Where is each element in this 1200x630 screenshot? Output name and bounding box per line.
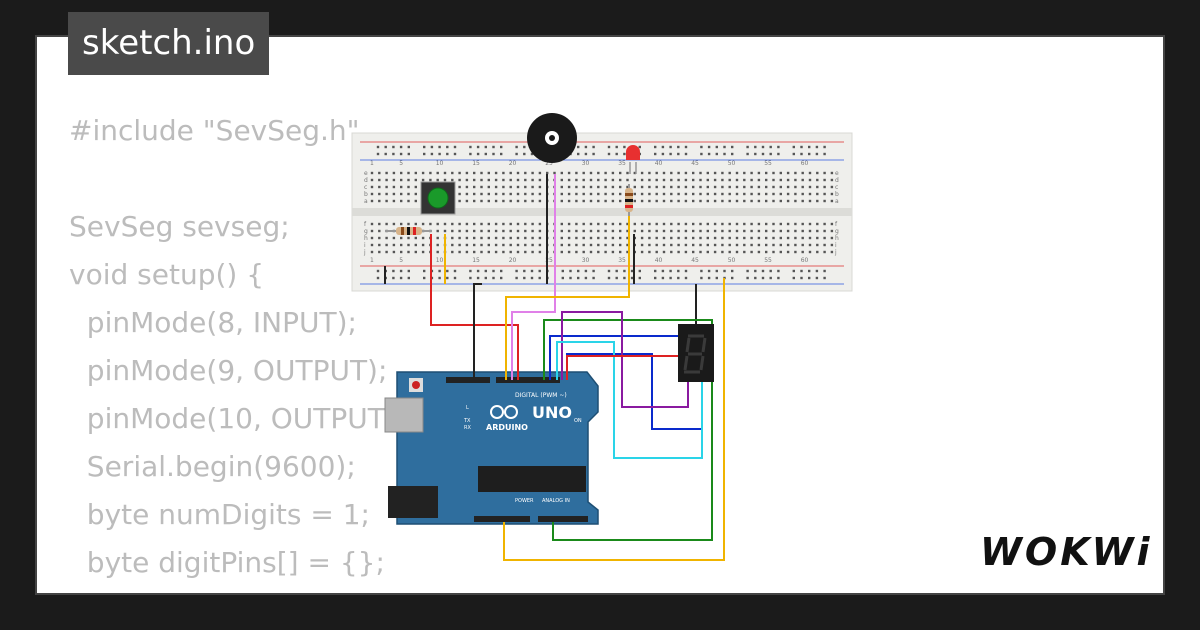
column-number: 30 <box>582 257 590 264</box>
circuit-diagram: 1155101015152020252530303535404045455050… <box>351 113 853 561</box>
row-letter: d <box>364 177 368 184</box>
reset-button[interactable] <box>412 381 420 389</box>
row-letter: j <box>363 249 366 256</box>
column-number: 25 <box>545 160 553 167</box>
uno-label: UNO <box>532 403 572 422</box>
row-letter: h <box>364 235 368 242</box>
row-letter: f <box>364 221 367 228</box>
seven-segment-display <box>678 324 714 382</box>
code-line: #include "SevSeg.h" <box>69 114 360 147</box>
row-letter: a <box>835 198 839 205</box>
column-number: 1 <box>370 160 374 167</box>
code-line: void setup() { <box>69 258 265 291</box>
on-label: ON <box>574 418 582 424</box>
analog-label: ANALOG IN <box>542 498 570 504</box>
row-letter: i <box>835 242 837 249</box>
resistor-2 <box>625 184 633 216</box>
power-jack <box>388 486 438 518</box>
column-number: 40 <box>655 257 663 264</box>
row-letter: h <box>835 235 839 242</box>
push-button[interactable] <box>420 181 456 215</box>
column-number: 15 <box>472 160 480 167</box>
row-letter: g <box>364 228 368 235</box>
column-number: 35 <box>618 257 626 264</box>
column-number: 50 <box>728 257 736 264</box>
row-letter: a <box>364 198 368 205</box>
code-preview: #include "SevSeg.h" SevSeg sevseg; void se… <box>69 107 677 593</box>
resistor-1 <box>385 227 432 235</box>
column-number: 40 <box>655 160 663 167</box>
code-line: byte digitPins[] = {}; <box>69 546 385 579</box>
code-line: pinMode(10, OUTPUT); <box>69 402 406 435</box>
rx-label: RX <box>464 425 471 431</box>
arduino-brand-label: ARDUINO <box>486 423 528 432</box>
row-letter: g <box>835 228 839 235</box>
column-number: 35 <box>618 160 626 167</box>
column-number: 55 <box>764 257 772 264</box>
column-number: 45 <box>691 160 699 167</box>
code-line: pinMode(8, INPUT); <box>69 306 357 339</box>
power-label: POWER <box>515 498 534 504</box>
red-led <box>626 145 640 174</box>
digital-label: DIGITAL (PWM ~) <box>515 392 567 399</box>
code-line: SevSeg sevseg; <box>69 210 290 243</box>
row-letter: d <box>835 177 839 184</box>
wokwi-logo: WOKWi <box>980 530 1153 574</box>
row-letter: c <box>364 184 367 191</box>
row-letter: b <box>364 191 368 198</box>
column-number: 20 <box>509 160 517 167</box>
row-letter: e <box>364 170 368 177</box>
column-number: 50 <box>728 160 736 167</box>
row-letter: e <box>835 170 839 177</box>
arduino-uno-board[interactable]: DIGITAL (PWM ~) UNO ARDUINO ANALOG IN PO… <box>384 371 599 525</box>
column-number: 1 <box>370 257 374 264</box>
column-number: 5 <box>399 257 403 264</box>
atmega-chip <box>478 466 586 492</box>
column-number: 30 <box>582 160 590 167</box>
row-letter: b <box>835 191 839 198</box>
code-line: byte numDigits = 1; <box>69 498 370 531</box>
wires <box>384 174 725 561</box>
l-label: L <box>466 405 469 411</box>
column-number: 10 <box>436 160 444 167</box>
column-number: 10 <box>436 257 444 264</box>
usb-port <box>384 397 424 433</box>
row-letter: f <box>835 221 838 228</box>
infinity-logo-icon <box>490 405 504 419</box>
row-letter: i <box>364 242 366 249</box>
column-number: 5 <box>399 160 403 167</box>
column-number: 60 <box>801 257 809 264</box>
breadboard: 1155101015152020252530303535404045455050… <box>351 132 853 292</box>
column-number: 55 <box>764 160 772 167</box>
row-letter: j <box>834 249 837 256</box>
tx-label: TX <box>463 418 471 424</box>
buzzer <box>527 113 577 163</box>
row-letter: c <box>835 184 838 191</box>
code-line: Serial.begin(9600); <box>69 450 356 483</box>
column-number: 25 <box>545 257 553 264</box>
file-title: sketch.ino <box>68 12 270 75</box>
column-number: 20 <box>509 257 517 264</box>
column-number: 60 <box>801 160 809 167</box>
thumbnail-card: #include "SevSeg.h" SevSeg sevseg; void se… <box>35 35 1165 595</box>
code-line: pinMode(9, OUTPUT); <box>69 354 388 387</box>
column-number: 15 <box>472 257 480 264</box>
column-number: 45 <box>691 257 699 264</box>
